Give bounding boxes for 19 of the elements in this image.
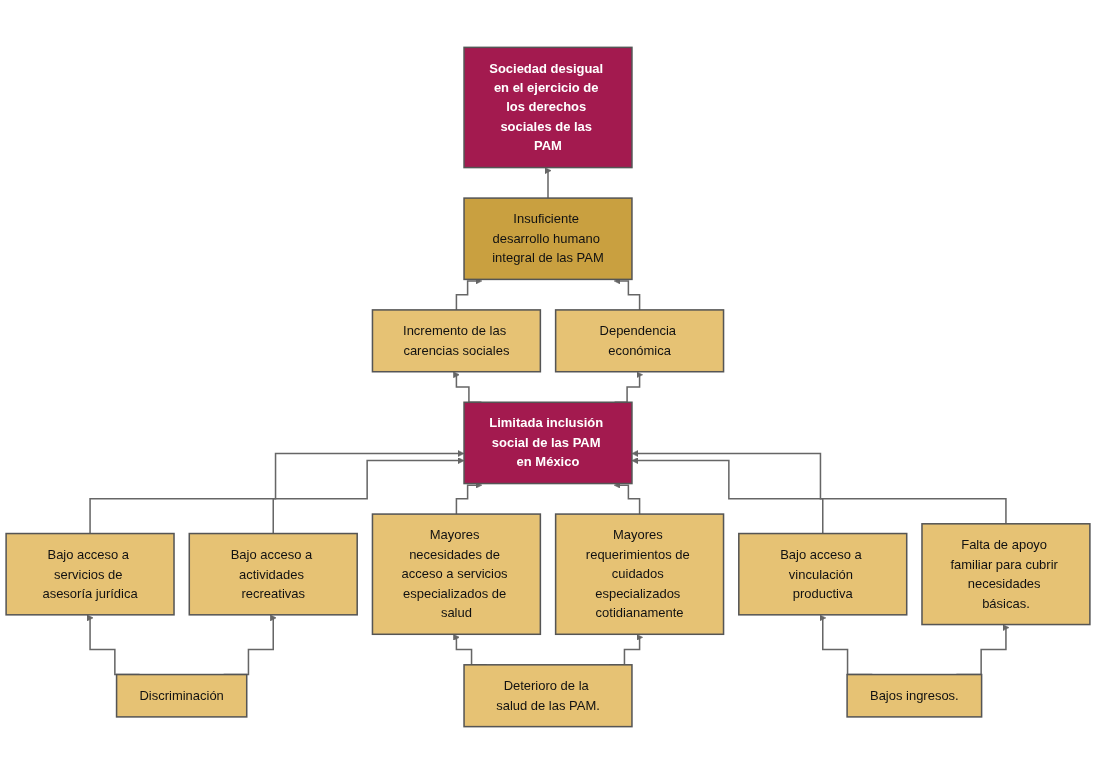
node-box: Bajo acceso a servicios de asesoría jurídica: [5, 532, 175, 616]
node-box: Bajo acceso a actividades recreativas: [188, 532, 358, 616]
arrow: [272, 457, 465, 535]
node-box: Bajos ingresos.: [846, 673, 983, 718]
arrow: [631, 457, 824, 535]
node-box: Dependencia económica: [554, 309, 725, 373]
node-box: Limitada inclusión social de las PAM en México: [463, 401, 633, 485]
node-box: Deterioro de la salud de las PAM.: [463, 664, 633, 728]
arrow: [89, 450, 465, 535]
node-box: Mayores requerimientos de cuidados especializados cotidianamente: [554, 513, 725, 636]
node-box: Discriminación: [115, 673, 248, 718]
node-box: Sociedad desigual en el ejercicio de los derechos sociales de las PAM: [463, 46, 633, 169]
node-box: Bajo acceso a vinculación productiva: [738, 532, 908, 616]
arrow: [544, 167, 552, 199]
node-box: Falta de apoyo familiar para cubrir necesidades básicas.: [921, 523, 1091, 626]
node-box: Incremento de las carencias sociales: [371, 309, 542, 373]
node-box: Mayores necesidades de acceso a servicios especializados de salud: [371, 513, 542, 636]
arrow: [631, 450, 1007, 525]
node-box: Insuficiente desarrollo humano integral de las PAM: [463, 197, 633, 281]
